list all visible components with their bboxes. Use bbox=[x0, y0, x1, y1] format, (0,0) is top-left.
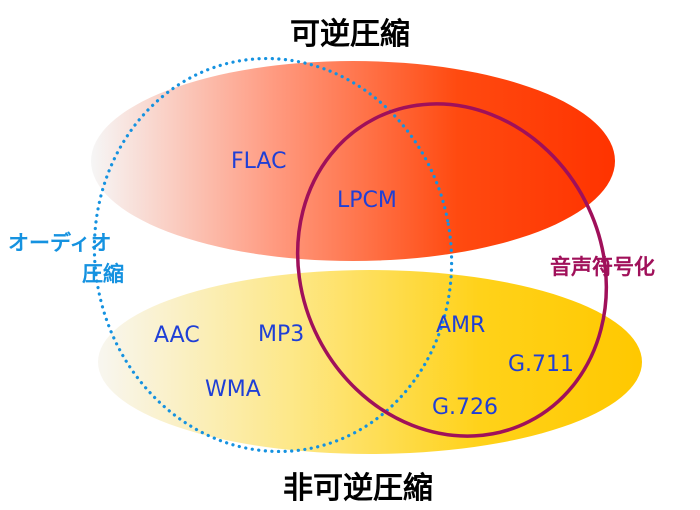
format-lpcm: LPCM bbox=[337, 188, 397, 213]
voice-coding-boundary bbox=[295, 102, 609, 438]
format-g711: G.711 bbox=[508, 352, 574, 377]
lossy-title: 非可逆圧縮 bbox=[283, 471, 433, 506]
audio-compression-label-line2: 圧縮 bbox=[82, 262, 124, 286]
audio-compression-boundary bbox=[92, 56, 454, 454]
format-mp3: MP3 bbox=[258, 322, 304, 347]
voice-coding-label: 音声符号化 bbox=[550, 255, 655, 279]
lossy-compression-region bbox=[98, 270, 642, 454]
format-g726: G.726 bbox=[432, 395, 498, 420]
audio-compression-label-line1: オーディオ bbox=[8, 231, 112, 255]
format-aac: AAC bbox=[154, 323, 200, 348]
format-flac: FLAC bbox=[231, 149, 286, 174]
format-wma: WMA bbox=[205, 377, 261, 402]
lossless-title: 可逆圧縮 bbox=[290, 17, 410, 52]
lossless-compression-region bbox=[91, 61, 615, 261]
format-amr: AMR bbox=[436, 313, 485, 338]
